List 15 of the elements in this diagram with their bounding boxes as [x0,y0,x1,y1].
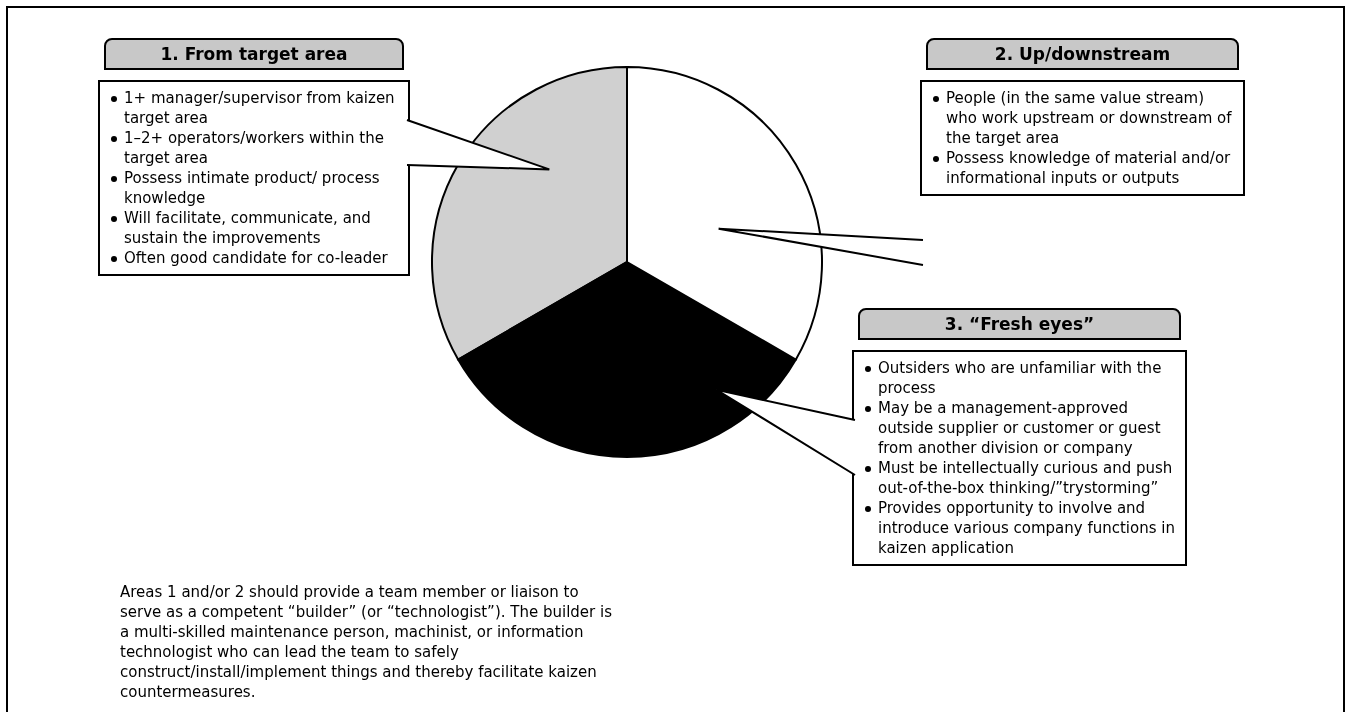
bullet-item: May be a management-approved outside supplier or customer or guest from another division or company [878,399,1161,457]
bullet-item: Possess knowledge of material and/or informational inputs or outputs [946,149,1231,187]
bullet-item: Outsiders who are unfamiliar with the process [878,359,1162,397]
callout-heading: 1. From target area [104,38,404,70]
bullet-item: 1–2+ operators/workers within the target area [124,129,384,167]
bullet-item: Provides opportunity to involve and introduce various company functions in kaizen application [878,499,1175,557]
callout-heading: 3. “Fresh eyes” [858,308,1181,340]
bullet-item: Possess intimate product/ process knowledge [124,169,380,207]
note-text: Areas 1 and/or 2 should provide a team member or liaison to serve as a competent “builder” (or “technologist”). The builder is a multi-skilled maintenance person, machinist, or information technologist who can lead the team to safely construct/install/implement things and thereby facilitate kaizen countermeasures. [120,582,613,702]
callout-heading: 2. Up/downstream [926,38,1239,70]
bullet-item: Often good candidate for co-leader [124,249,388,267]
bullet-item: People (in the same value stream) who work upstream or downstream of the target area [946,89,1232,147]
bullet-item: 1+ manager/supervisor from kaizen target area [124,89,395,127]
bullet-item: Must be intellectually curious and push out-of-the-box thinking/”trystorming” [878,459,1173,497]
bullet-item: Will facilitate, communicate, and sustain the improvements [124,209,371,247]
